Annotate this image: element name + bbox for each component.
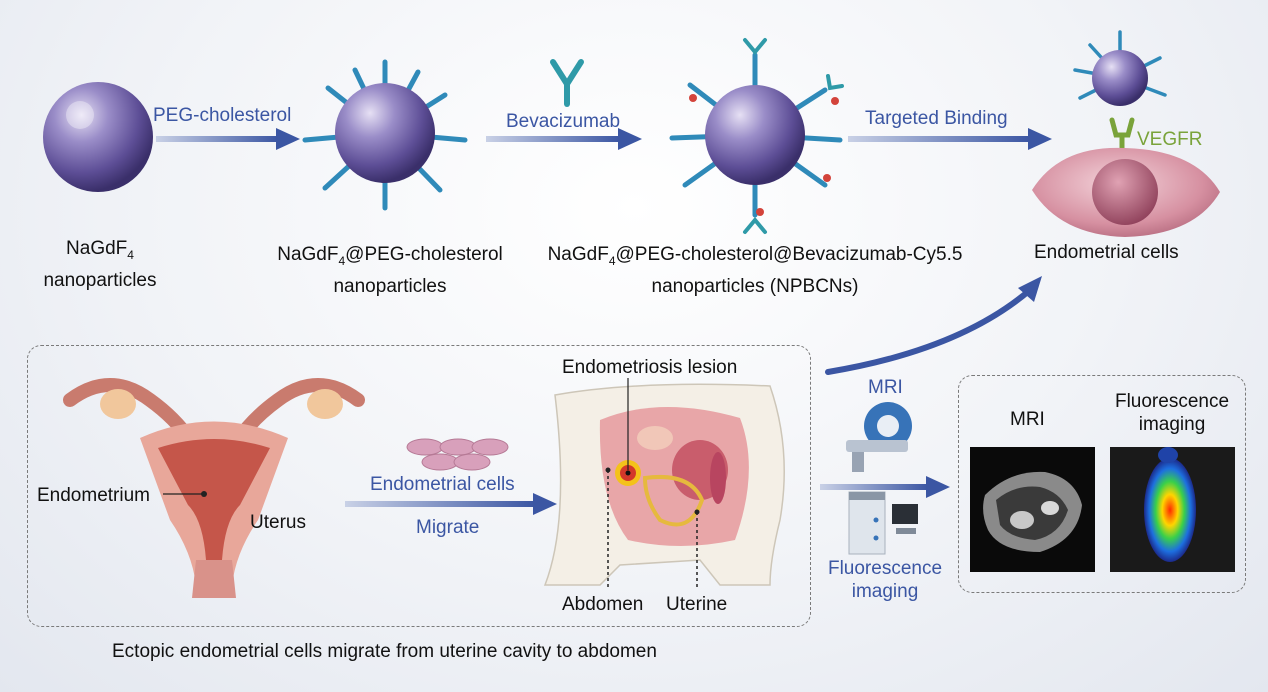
abdomen-illustration	[543, 383, 785, 586]
arrow-migrate	[345, 493, 557, 515]
mri-device-label: MRI	[868, 377, 903, 398]
imaging-panel	[958, 375, 1246, 593]
migrate-label: Migrate	[416, 517, 480, 538]
endometrial-cells-label: Endometrial cells	[1034, 242, 1179, 263]
np2-formula-rest: @PEG-cholesterol	[345, 244, 503, 265]
fluorescence-device-line1: Fluorescence	[827, 558, 943, 579]
panel-fluorescence-label: Fluorescence imaging	[1097, 390, 1247, 436]
np1-subscript: 4	[127, 247, 134, 262]
uterine-label: Uterine	[666, 594, 728, 615]
np1-formula: NaGdF	[66, 238, 128, 259]
endometrial-cell-icon	[1032, 147, 1220, 237]
npbcn-nanoparticle-icon	[669, 38, 844, 234]
np3-formula-rest: @PEG-cholesterol@Bevacizumab-Cy5.5	[615, 244, 963, 265]
uterus-label: Uterus	[250, 512, 306, 533]
antibody-icon	[550, 59, 584, 107]
fluorescence-device-icon	[848, 491, 918, 555]
step-targeted-binding-label: Targeted Binding	[865, 108, 1008, 129]
fluorescence-device-label: Fluorescence imaging	[810, 557, 960, 603]
uterine-dot	[694, 509, 700, 515]
anatomy-panel	[27, 345, 811, 627]
panel-fluorescence-line1: Fluorescence	[1114, 391, 1230, 412]
np2-label: NaGdF4@PEG-cholesterol nanoparticles	[255, 242, 525, 299]
caption: Ectopic endometrial cells migrate from u…	[112, 641, 657, 662]
arrow-peg	[156, 128, 300, 150]
abdomen-dot	[605, 467, 611, 473]
np3-formula: NaGdF	[547, 244, 609, 265]
np1-line2: nanoparticles	[43, 269, 157, 291]
np2-formula: NaGdF	[277, 244, 339, 265]
mri-scanner-icon	[846, 402, 912, 472]
abdomen-label: Abdomen	[562, 594, 644, 615]
panel-mri-label: MRI	[1010, 409, 1045, 430]
fluorescence-image	[1110, 447, 1235, 572]
bound-nanoparticle-icon	[1073, 30, 1167, 106]
migrating-cells-label: Endometrial cells	[370, 474, 515, 495]
np2-subscript: 4	[338, 253, 346, 268]
vegfr-label: VEGFR	[1137, 129, 1203, 150]
np3-subscript: 4	[608, 253, 616, 268]
arrow-bevacizumab	[486, 128, 642, 150]
uterus-illustration	[63, 378, 365, 598]
mri-scan-image	[970, 447, 1095, 572]
fluorescence-device-line2: imaging	[851, 581, 919, 602]
endometrium-label: Endometrium	[37, 485, 150, 506]
vegfr-receptor-icon	[1109, 117, 1135, 153]
arrow-imaging-to-cells	[825, 276, 1042, 375]
arrow-targeted-binding	[848, 128, 1052, 150]
np3-label: NaGdF4@PEG-cholesterol@Bevacizumab-Cy5.5…	[525, 242, 985, 299]
np2-line2: nanoparticles	[333, 275, 447, 297]
peg-nanoparticle-icon	[302, 59, 468, 211]
migrating-cells-icon	[406, 438, 509, 471]
lesion-label: Endometriosis lesion	[562, 357, 738, 378]
arrow-to-imaging	[820, 476, 950, 498]
np1-label: NaGdF4 nanoparticles	[20, 236, 180, 293]
bare-nanoparticle-icon	[43, 82, 153, 192]
step-bevacizumab-label: Bevacizumab	[506, 111, 621, 132]
step-peg-label: PEG-cholesterol	[153, 105, 292, 126]
panel-fluorescence-line2: imaging	[1138, 414, 1206, 435]
endometrium-dot	[201, 491, 207, 497]
np3-line2: nanoparticles (NPBCNs)	[651, 275, 859, 297]
